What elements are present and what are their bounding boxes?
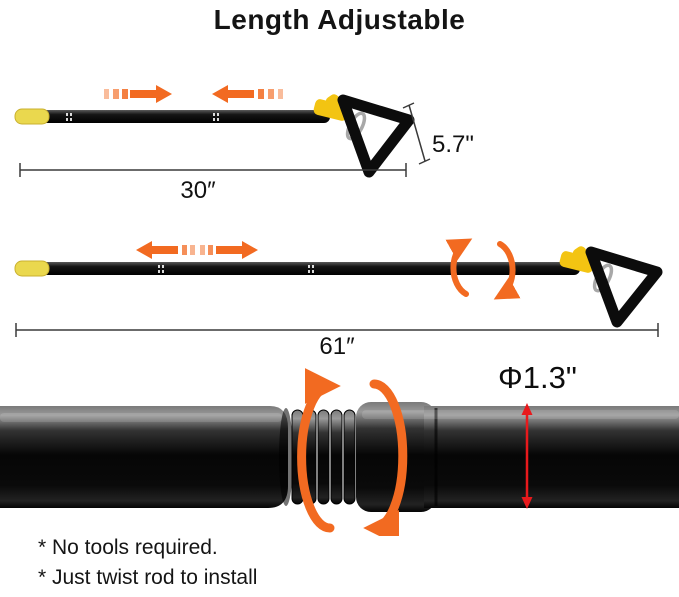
twist-rotate-arrow-icon: [297, 368, 408, 536]
handle-width-label: 5.7": [432, 131, 474, 158]
short-pole-handle: [313, 94, 415, 178]
rod-scale-marks: [66, 113, 219, 121]
handle-dimension-line: [402, 102, 431, 165]
diameter-dimension-line: [521, 403, 533, 509]
long-length-label: 61″: [319, 333, 355, 360]
diameter-label: Φ1.3": [498, 360, 577, 395]
rotate-arrow-icon: [445, 238, 521, 300]
note-twist-to-install: * Just twist rod to install: [38, 566, 258, 589]
short-pole-rod: [14, 108, 330, 125]
short-pole-illustration: [14, 85, 431, 178]
rod-scale-marks: [158, 265, 314, 273]
extend-arrow-right-icon: [200, 241, 258, 259]
extend-arrow-left-icon: [136, 241, 195, 259]
length-dimension-line: [15, 323, 659, 337]
long-pole-handle: [559, 246, 663, 328]
extend-arrow-right-icon: [104, 85, 172, 103]
rod-closeup-illustration: [0, 368, 679, 536]
closeup-left-tube: [0, 406, 293, 508]
note-no-tools: * No tools required.: [38, 536, 218, 559]
short-length-label: 30″: [180, 177, 216, 204]
extend-arrow-left-icon: [212, 85, 283, 103]
closeup-right-tube: [356, 402, 679, 512]
long-pole-illustration: [14, 238, 663, 337]
long-pole-rod: [14, 260, 580, 277]
length-dimension-line: [19, 163, 407, 177]
page-title: Length Adjustable: [213, 4, 466, 35]
